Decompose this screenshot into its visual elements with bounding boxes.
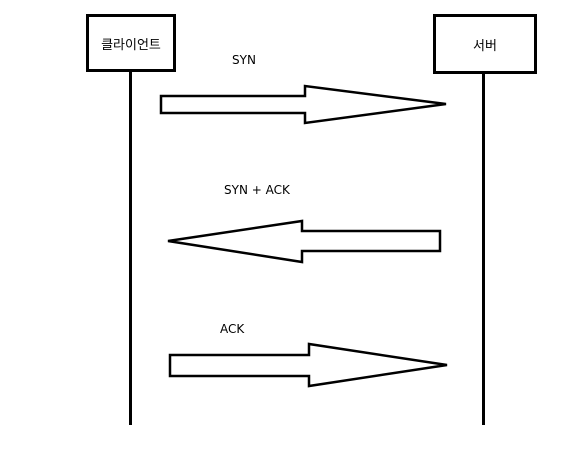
server-lifeline [482,74,485,425]
client-box: 클라이언트 [86,14,176,72]
ack-label: ACK [220,322,245,336]
server-box: 서버 [433,14,537,74]
syn-ack-label: SYN + ACK [224,183,290,197]
syn-label: SYN [232,53,256,67]
server-label: 서버 [473,38,497,54]
client-lifeline [129,72,132,425]
client-label: 클라이언트 [101,37,161,53]
